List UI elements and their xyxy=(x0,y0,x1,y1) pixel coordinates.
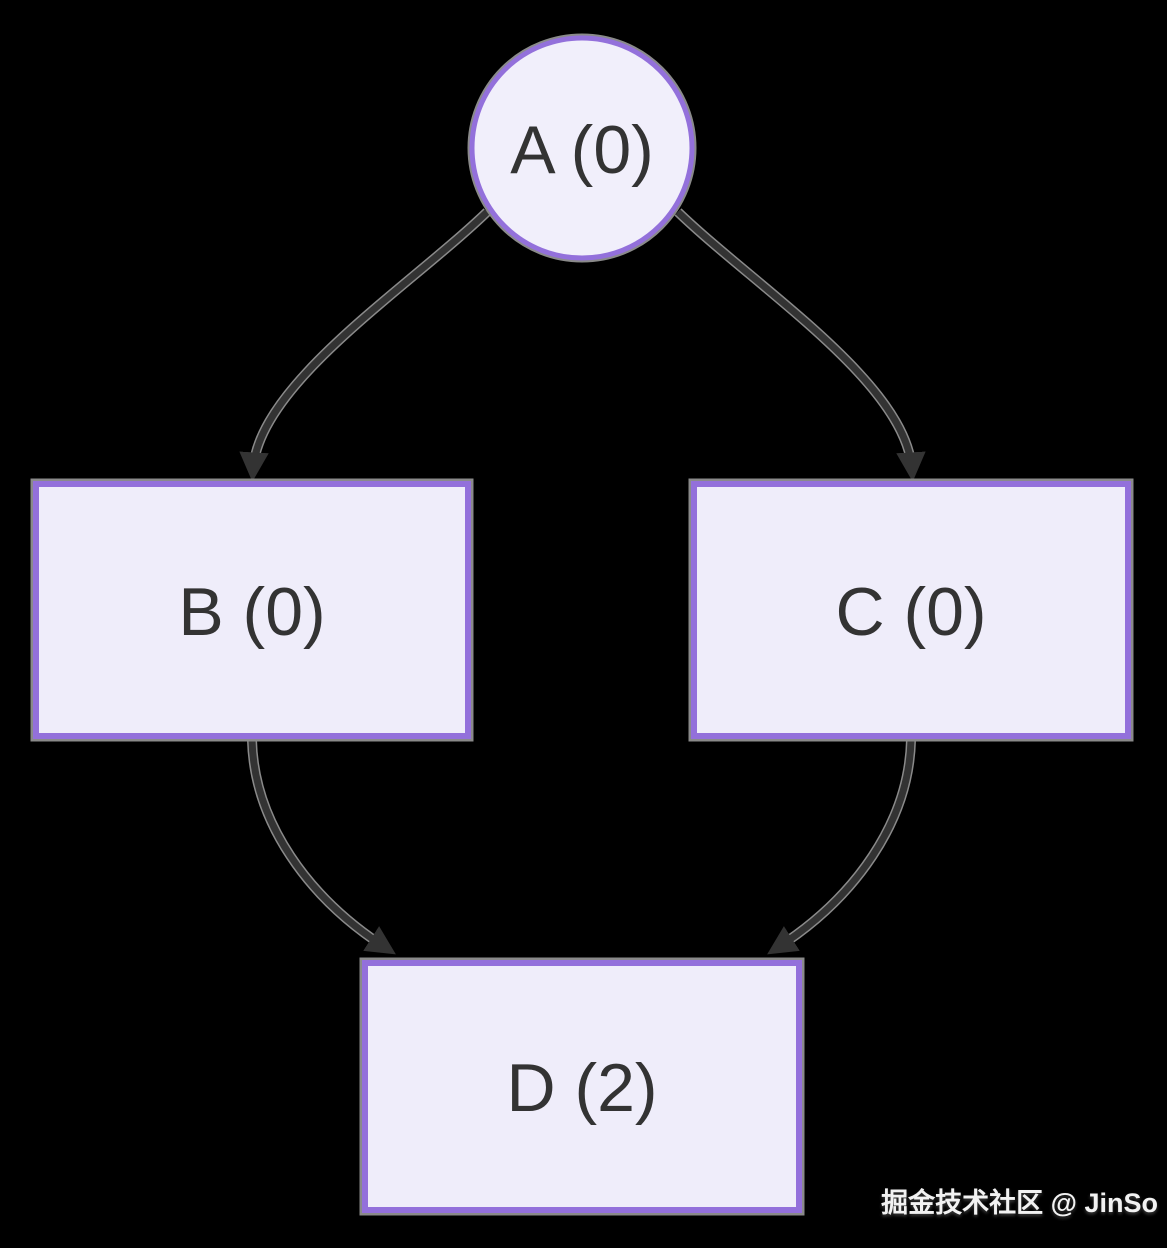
node-a-label: A (0) xyxy=(510,112,654,188)
edge-a-to-b-halo xyxy=(248,208,491,471)
node-c-rect xyxy=(691,481,1131,739)
edge-a-to-b xyxy=(239,208,491,482)
edge-c-to-d xyxy=(767,739,916,955)
watermark-text: 掘金技术社区 @ JinSo xyxy=(881,1187,1158,1218)
node-a: A (0) xyxy=(467,33,697,263)
node-d-label: D (2) xyxy=(506,1050,657,1126)
node-b-rect xyxy=(33,481,471,739)
edge-a-to-c-halo xyxy=(674,208,917,471)
node-a-circle xyxy=(469,35,695,261)
edge-c-to-d-line xyxy=(767,739,915,955)
node-b: B (0) xyxy=(30,478,474,742)
node-b-label: B (0) xyxy=(178,574,325,650)
node-d-rect xyxy=(362,960,802,1213)
node-c: C (0) xyxy=(688,478,1134,742)
edge-b-to-d-halo xyxy=(247,739,389,953)
node-d: D (2) xyxy=(359,957,805,1216)
edge-b-to-d xyxy=(247,739,396,955)
edge-c-to-d-halo xyxy=(774,739,916,953)
edge-a-to-c-line xyxy=(675,209,926,482)
edge-a-to-b-line xyxy=(239,209,490,482)
node-c-label: C (0) xyxy=(835,574,986,650)
edge-a-to-c xyxy=(674,208,926,482)
edge-b-to-d-line xyxy=(248,739,396,955)
